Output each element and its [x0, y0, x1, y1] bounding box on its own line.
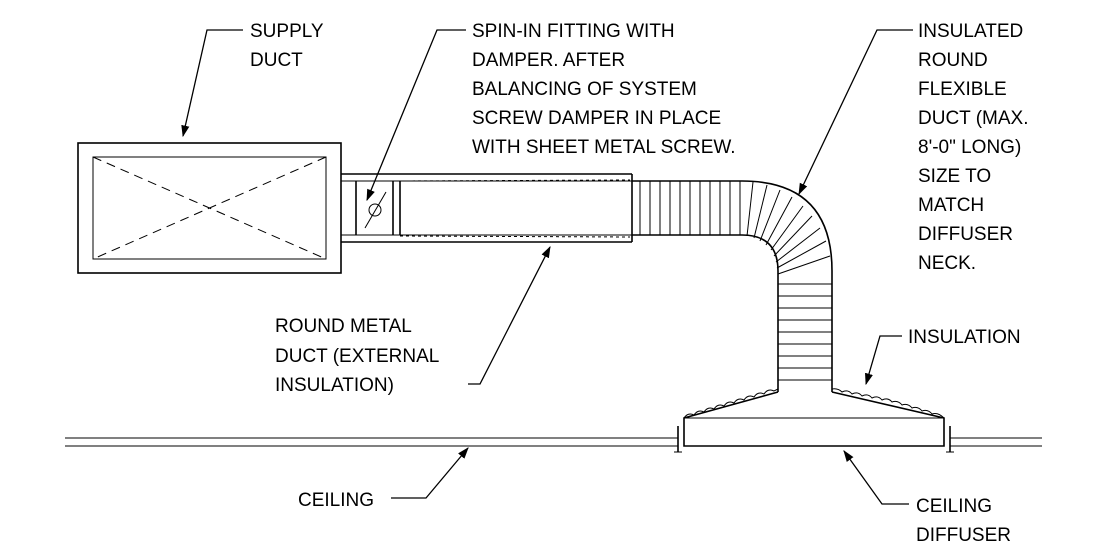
- label-spin-in-fitting: SPIN-IN FITTING WITH DAMPER. AFTER BALAN…: [472, 21, 736, 158]
- label-line: DIFFUSER: [918, 224, 1013, 245]
- label-ceiling: CEILING: [298, 490, 374, 511]
- label-line: ROUND: [918, 50, 988, 71]
- label-line: DAMPER. AFTER: [472, 50, 625, 71]
- label-insulation: INSULATION: [908, 327, 1021, 348]
- supply-duct-shape: [77, 142, 342, 274]
- ceiling-lines: [65, 437, 1042, 447]
- label-flexible-duct: INSULATED ROUND FLEXIBLE DUCT (MAX. 8'-0…: [918, 21, 1034, 274]
- label-line: SCREW DAMPER IN PLACE: [472, 108, 721, 129]
- label-round-metal-duct: ROUND METAL DUCT (EXTERNAL INSULATION): [275, 316, 444, 396]
- label-line: ROUND METAL: [275, 316, 411, 337]
- label-line: BALANCING OF SYSTEM: [472, 79, 697, 100]
- label-line: DUCT (MAX.: [918, 108, 1028, 129]
- label-line: DIFFUSER: [916, 525, 1011, 546]
- label-line: DUCT (EXTERNAL: [275, 346, 439, 367]
- label-line: SUPPLY: [250, 21, 324, 42]
- label-line: 8'-0" LONG): [918, 137, 1021, 158]
- label-line: MATCH: [918, 195, 984, 216]
- ceiling-diffuser-shape: [674, 388, 954, 453]
- label-line: WITH SHEET METAL SCREW.: [472, 137, 736, 158]
- label-line: SIZE TO: [918, 166, 991, 187]
- leader-lines: [181, 29, 913, 505]
- label-line: CEILING: [298, 490, 374, 511]
- label-line: FLEXIBLE: [918, 79, 1007, 100]
- label-line: SPIN-IN FITTING WITH: [472, 21, 675, 42]
- label-supply-duct: SUPPLY DUCT: [250, 21, 329, 71]
- label-line: CEILING: [916, 496, 992, 517]
- label-line: INSULATION): [275, 375, 394, 396]
- label-line: INSULATION: [908, 327, 1021, 348]
- damper-symbol: [364, 191, 387, 229]
- label-ceiling-diffuser: CEILING DIFFUSER: [916, 496, 1011, 546]
- round-metal-duct-shape: [341, 173, 633, 243]
- label-line: INSULATED: [918, 21, 1023, 42]
- flexible-duct-shape: [632, 180, 833, 392]
- label-line: NECK.: [918, 253, 976, 274]
- label-line: DUCT: [250, 50, 303, 71]
